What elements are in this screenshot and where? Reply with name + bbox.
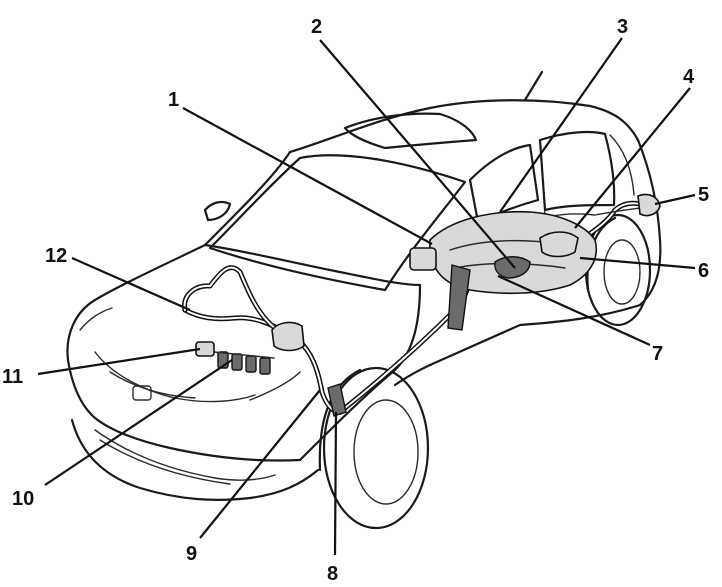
leader-10 [44,359,233,486]
leader-11 [37,347,201,376]
fuel-pump [494,256,531,279]
underbody-clamp [327,383,347,417]
car-body-outline [66,99,662,501]
leader-2 [319,39,516,269]
engine-bay-components [195,321,347,417]
fuel-filter [409,247,437,271]
callout-1: 1 [168,89,179,111]
side-mirror [203,200,232,222]
callout-2: 2 [311,16,322,38]
callout-5: 5 [698,184,709,206]
leader-3 [499,37,623,213]
evap-canister [539,231,579,258]
callout-4: 4 [683,66,695,88]
leader-7 [497,274,651,347]
leader-8 [333,411,338,556]
pressure-regulator [271,321,305,352]
leader-1 [182,107,433,245]
callout-12: 12 [45,245,67,267]
leader-5 [654,193,696,206]
callout-10: 10 [12,488,34,510]
callout-numbers: 1 2 3 4 5 6 7 8 9 10 11 12 [2,16,709,585]
leader-4 [574,87,691,229]
filler-cap [637,193,661,217]
leader-6 [579,256,696,270]
callout-8: 8 [327,563,338,585]
antenna [523,70,544,102]
fuel-tank-assembly [409,193,661,331]
tank-strap [447,264,471,331]
leader-12 [71,256,191,312]
badge-icon [132,385,152,401]
callout-6: 6 [698,260,709,282]
fuel-injectors [213,351,275,375]
callout-7: 7 [652,343,663,365]
callout-3: 3 [617,16,628,38]
callout-11: 11 [2,366,23,388]
leader-9 [199,389,321,539]
callout-9: 9 [186,543,197,565]
leader-lines [37,37,696,556]
